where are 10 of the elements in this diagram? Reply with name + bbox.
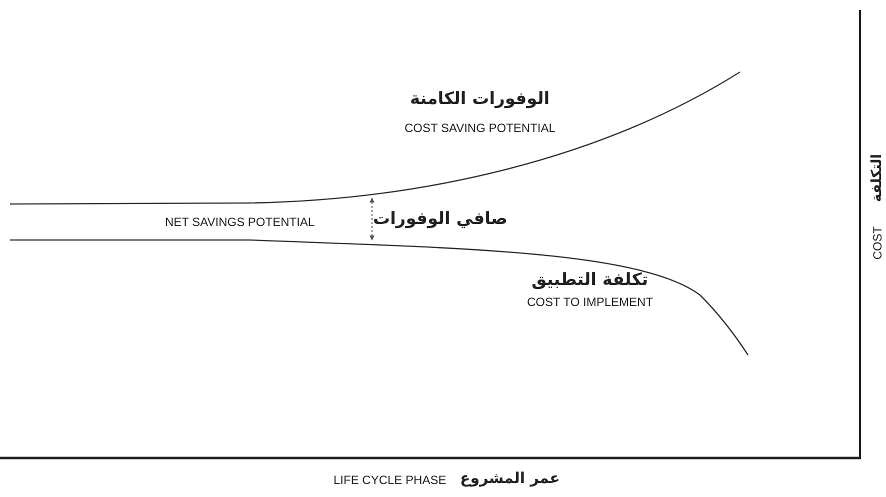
arabic-heading: تكلفة التطبيق	[532, 272, 648, 289]
axis-title: عمر المشروع	[460, 471, 560, 486]
arabic-label: صافي الوفورات	[373, 211, 508, 228]
axis-title: COST	[871, 226, 884, 260]
axis-title: التكلفة	[870, 154, 884, 202]
band-label: NET SAVINGS POTENTIAL	[165, 216, 315, 228]
curve-label: COST SAVING POTENTIAL	[404, 122, 556, 134]
axis-title: LIFE CYCLE PHASE	[334, 474, 446, 486]
arabic-heading: الوفورات الكامنة	[410, 91, 550, 108]
curve-label: COST TO IMPLEMENT	[527, 296, 654, 308]
